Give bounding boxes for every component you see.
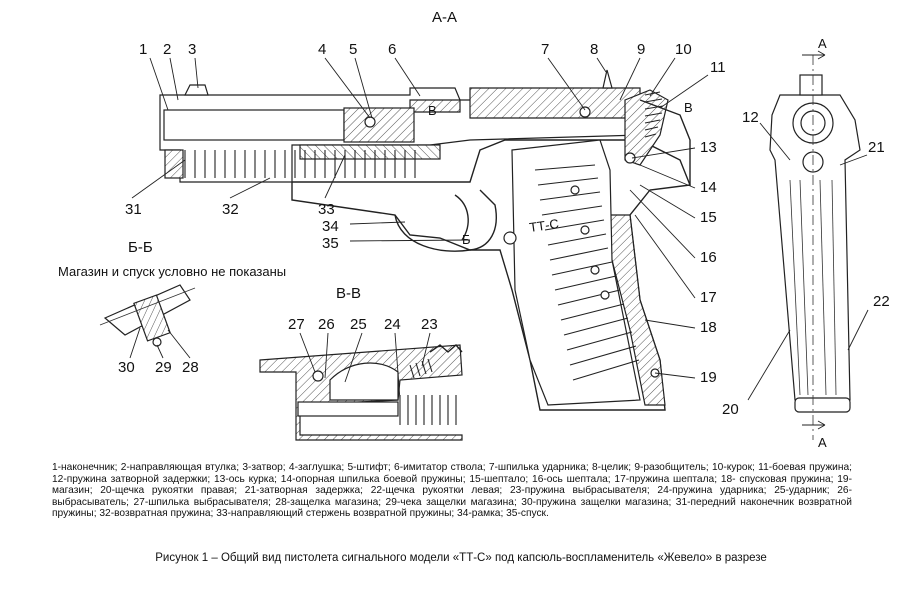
cut-a-top: А <box>818 36 827 51</box>
leader-lines-main <box>131 57 709 379</box>
callout-16: 16 <box>700 249 717 266</box>
callout-22: 22 <box>873 293 890 310</box>
callout-25: 25 <box>350 316 367 333</box>
trigger <box>454 194 469 241</box>
figure-caption: Рисунок 1 – Общий вид пистолета сигнальн… <box>155 552 767 564</box>
plug-hatch <box>343 107 415 143</box>
callout-10: 10 <box>675 41 692 58</box>
end-view-mag-base <box>794 397 851 413</box>
callout-15: 15 <box>700 209 717 226</box>
front-sight <box>184 84 209 96</box>
rear-end-view: А А <box>769 36 861 450</box>
callout-labels: 1 2 3 4 5 6 7 8 9 10 11 12 13 14 15 16 1… <box>118 41 890 418</box>
pin-13 <box>624 152 636 164</box>
vv-striker-spring <box>399 395 457 425</box>
callout-23: 23 <box>421 316 438 333</box>
callout-18: 18 <box>700 319 717 336</box>
pin-trigger <box>503 231 517 245</box>
pin-5 <box>364 116 376 128</box>
side-view-section-aa: ТТ-С В В Б <box>159 69 693 411</box>
cut-v-label-right: В <box>684 100 693 115</box>
callout-27: 27 <box>288 316 305 333</box>
mainspring <box>644 91 664 138</box>
callout-9: 9 <box>637 41 645 58</box>
callout-21: 21 <box>868 139 885 156</box>
callout-30: 30 <box>118 359 135 376</box>
recoil-guide-hatch <box>299 144 441 160</box>
leader-lines-bb <box>129 327 191 359</box>
callout-3: 3 <box>188 41 196 58</box>
pin-7 <box>579 106 591 118</box>
section-bb <box>99 284 196 347</box>
vv-pin <box>312 370 324 382</box>
cut-v-label-left: В <box>428 103 437 118</box>
callout-14: 14 <box>700 179 717 196</box>
note-text: Магазин и спуск условно не показаны <box>58 264 286 279</box>
callout-24: 24 <box>384 316 401 333</box>
mag-hole-2 <box>580 225 590 235</box>
callout-29: 29 <box>155 359 172 376</box>
bb-latch-hatch <box>133 294 171 342</box>
vv-firing-pin <box>297 401 399 417</box>
end-view-grip-lines <box>789 179 837 396</box>
callout-20: 20 <box>722 401 739 418</box>
callout-11: 11 <box>710 59 726 76</box>
vv-serration <box>429 344 463 353</box>
callout-12: 12 <box>742 109 759 126</box>
vv-cavity <box>329 362 399 401</box>
callout-13: 13 <box>700 139 717 156</box>
cut-b-label: Б <box>462 232 471 247</box>
callout-31: 31 <box>125 201 142 218</box>
callout-32: 32 <box>222 201 239 218</box>
rear-sight <box>602 69 613 89</box>
pistol-cutaway-diagram: ТТ-С В В Б <box>58 9 890 450</box>
slide-marking: ТТ-С <box>528 216 559 235</box>
callout-17: 17 <box>700 289 717 306</box>
callout-4: 4 <box>318 41 326 58</box>
cut-a-bottom: А <box>818 435 827 450</box>
recoil-spring <box>184 150 416 178</box>
callout-35: 35 <box>322 235 339 252</box>
leader-lines-vv <box>299 332 431 401</box>
callout-5: 5 <box>349 41 357 58</box>
grip-panel-hatch <box>599 214 666 406</box>
front-spring-tip <box>164 149 184 179</box>
trigger-guard <box>394 189 497 252</box>
callout-8: 8 <box>590 41 598 58</box>
section-title-bb: Б-Б <box>128 239 153 256</box>
slide-rear-hatch <box>469 87 641 119</box>
bb-pin <box>152 337 162 347</box>
callout-34: 34 <box>322 218 339 235</box>
section-title-aa: А-А <box>432 9 457 26</box>
callout-2: 2 <box>163 41 171 58</box>
section-title-vv: В-В <box>336 285 361 302</box>
callout-6: 6 <box>388 41 396 58</box>
callout-1: 1 <box>139 41 147 58</box>
leader-lines-end <box>747 122 869 401</box>
parts-legend: 1-наконечник; 2-направляющая втулка; 3-з… <box>52 462 852 520</box>
mag-hole-4 <box>600 290 610 300</box>
callout-28: 28 <box>182 359 199 376</box>
callout-7: 7 <box>541 41 549 58</box>
callout-26: 26 <box>318 316 335 333</box>
magazine-spring <box>534 164 640 381</box>
callout-33: 33 <box>318 201 335 218</box>
barrel-simulator <box>163 109 345 141</box>
callout-19: 19 <box>700 369 717 386</box>
mag-hole-1 <box>570 185 580 195</box>
end-view-sight <box>799 74 823 96</box>
vv-extractor-spring <box>409 358 433 379</box>
mag-hole-3 <box>590 265 600 275</box>
section-vv <box>259 344 463 441</box>
